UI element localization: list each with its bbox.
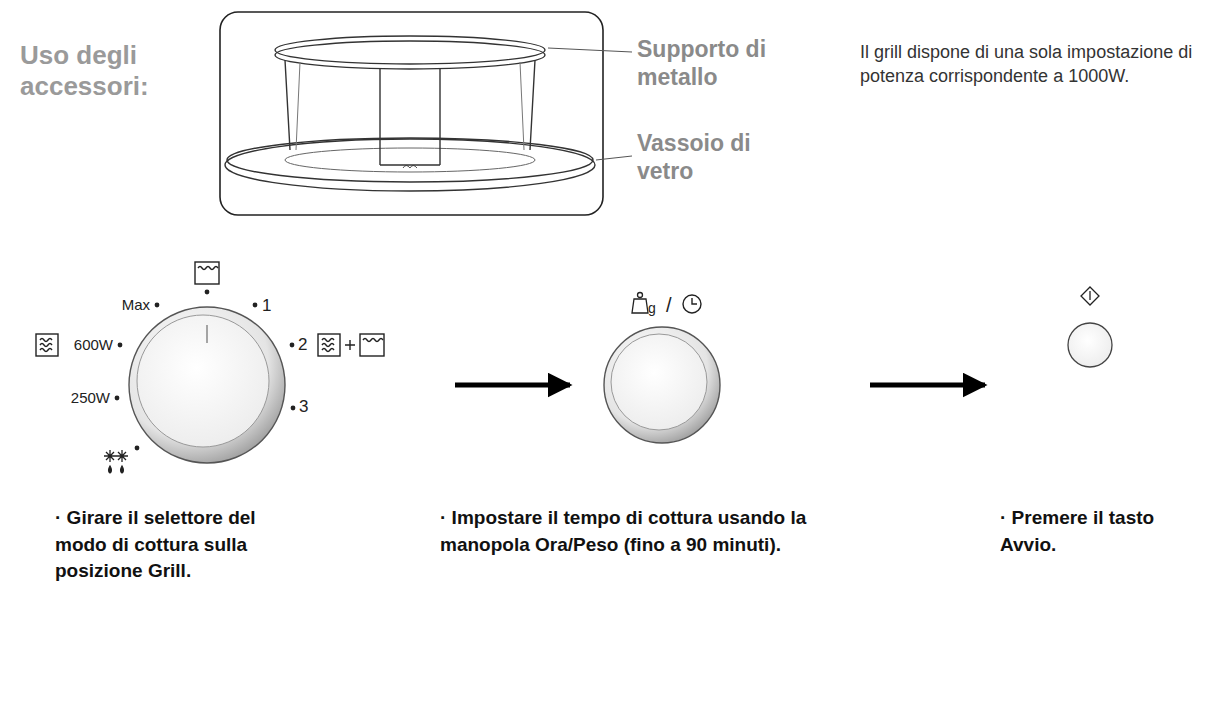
instruction-text: · Premere il tasto Avvio. <box>1000 505 1170 558</box>
time-weight-knob <box>604 327 720 443</box>
dial-label: 250W <box>71 389 110 407</box>
instruction-text: · Impostare il tempo di cottura usando l… <box>440 505 890 558</box>
start-button <box>1068 287 1112 367</box>
grill-icon <box>195 262 219 284</box>
dial-label: 2 <box>298 335 307 355</box>
combi-icon <box>318 334 384 356</box>
section-heading: Uso degli accessori: <box>20 40 210 102</box>
dial-dots <box>115 290 296 451</box>
separator: / <box>666 293 672 317</box>
clock-icon <box>683 295 701 313</box>
defrost-icon <box>104 450 128 473</box>
microwave-icon <box>36 334 58 356</box>
dial-label: 1 <box>262 296 271 316</box>
instruction-text: · Girare il selettore del modo di cottur… <box>55 505 270 585</box>
weight-icon <box>632 293 648 314</box>
part-name: Vassoio di vetro <box>637 130 767 185</box>
flow-arrow <box>870 383 985 388</box>
illustration-frame <box>220 12 603 215</box>
leader-line <box>596 156 632 160</box>
mode-selector-knob <box>129 307 285 463</box>
unit-label: g <box>648 300 656 317</box>
dial-label: 3 <box>299 397 308 417</box>
flow-arrow <box>455 383 570 388</box>
part-name: Supporto di metallo <box>637 36 767 91</box>
leader-line <box>548 48 632 52</box>
dial-label: 600W <box>74 336 113 354</box>
metal-rack <box>275 36 545 165</box>
note-text: Il grill dispone di una sola impostazion… <box>860 40 1205 89</box>
dial-label: Max <box>122 296 150 314</box>
